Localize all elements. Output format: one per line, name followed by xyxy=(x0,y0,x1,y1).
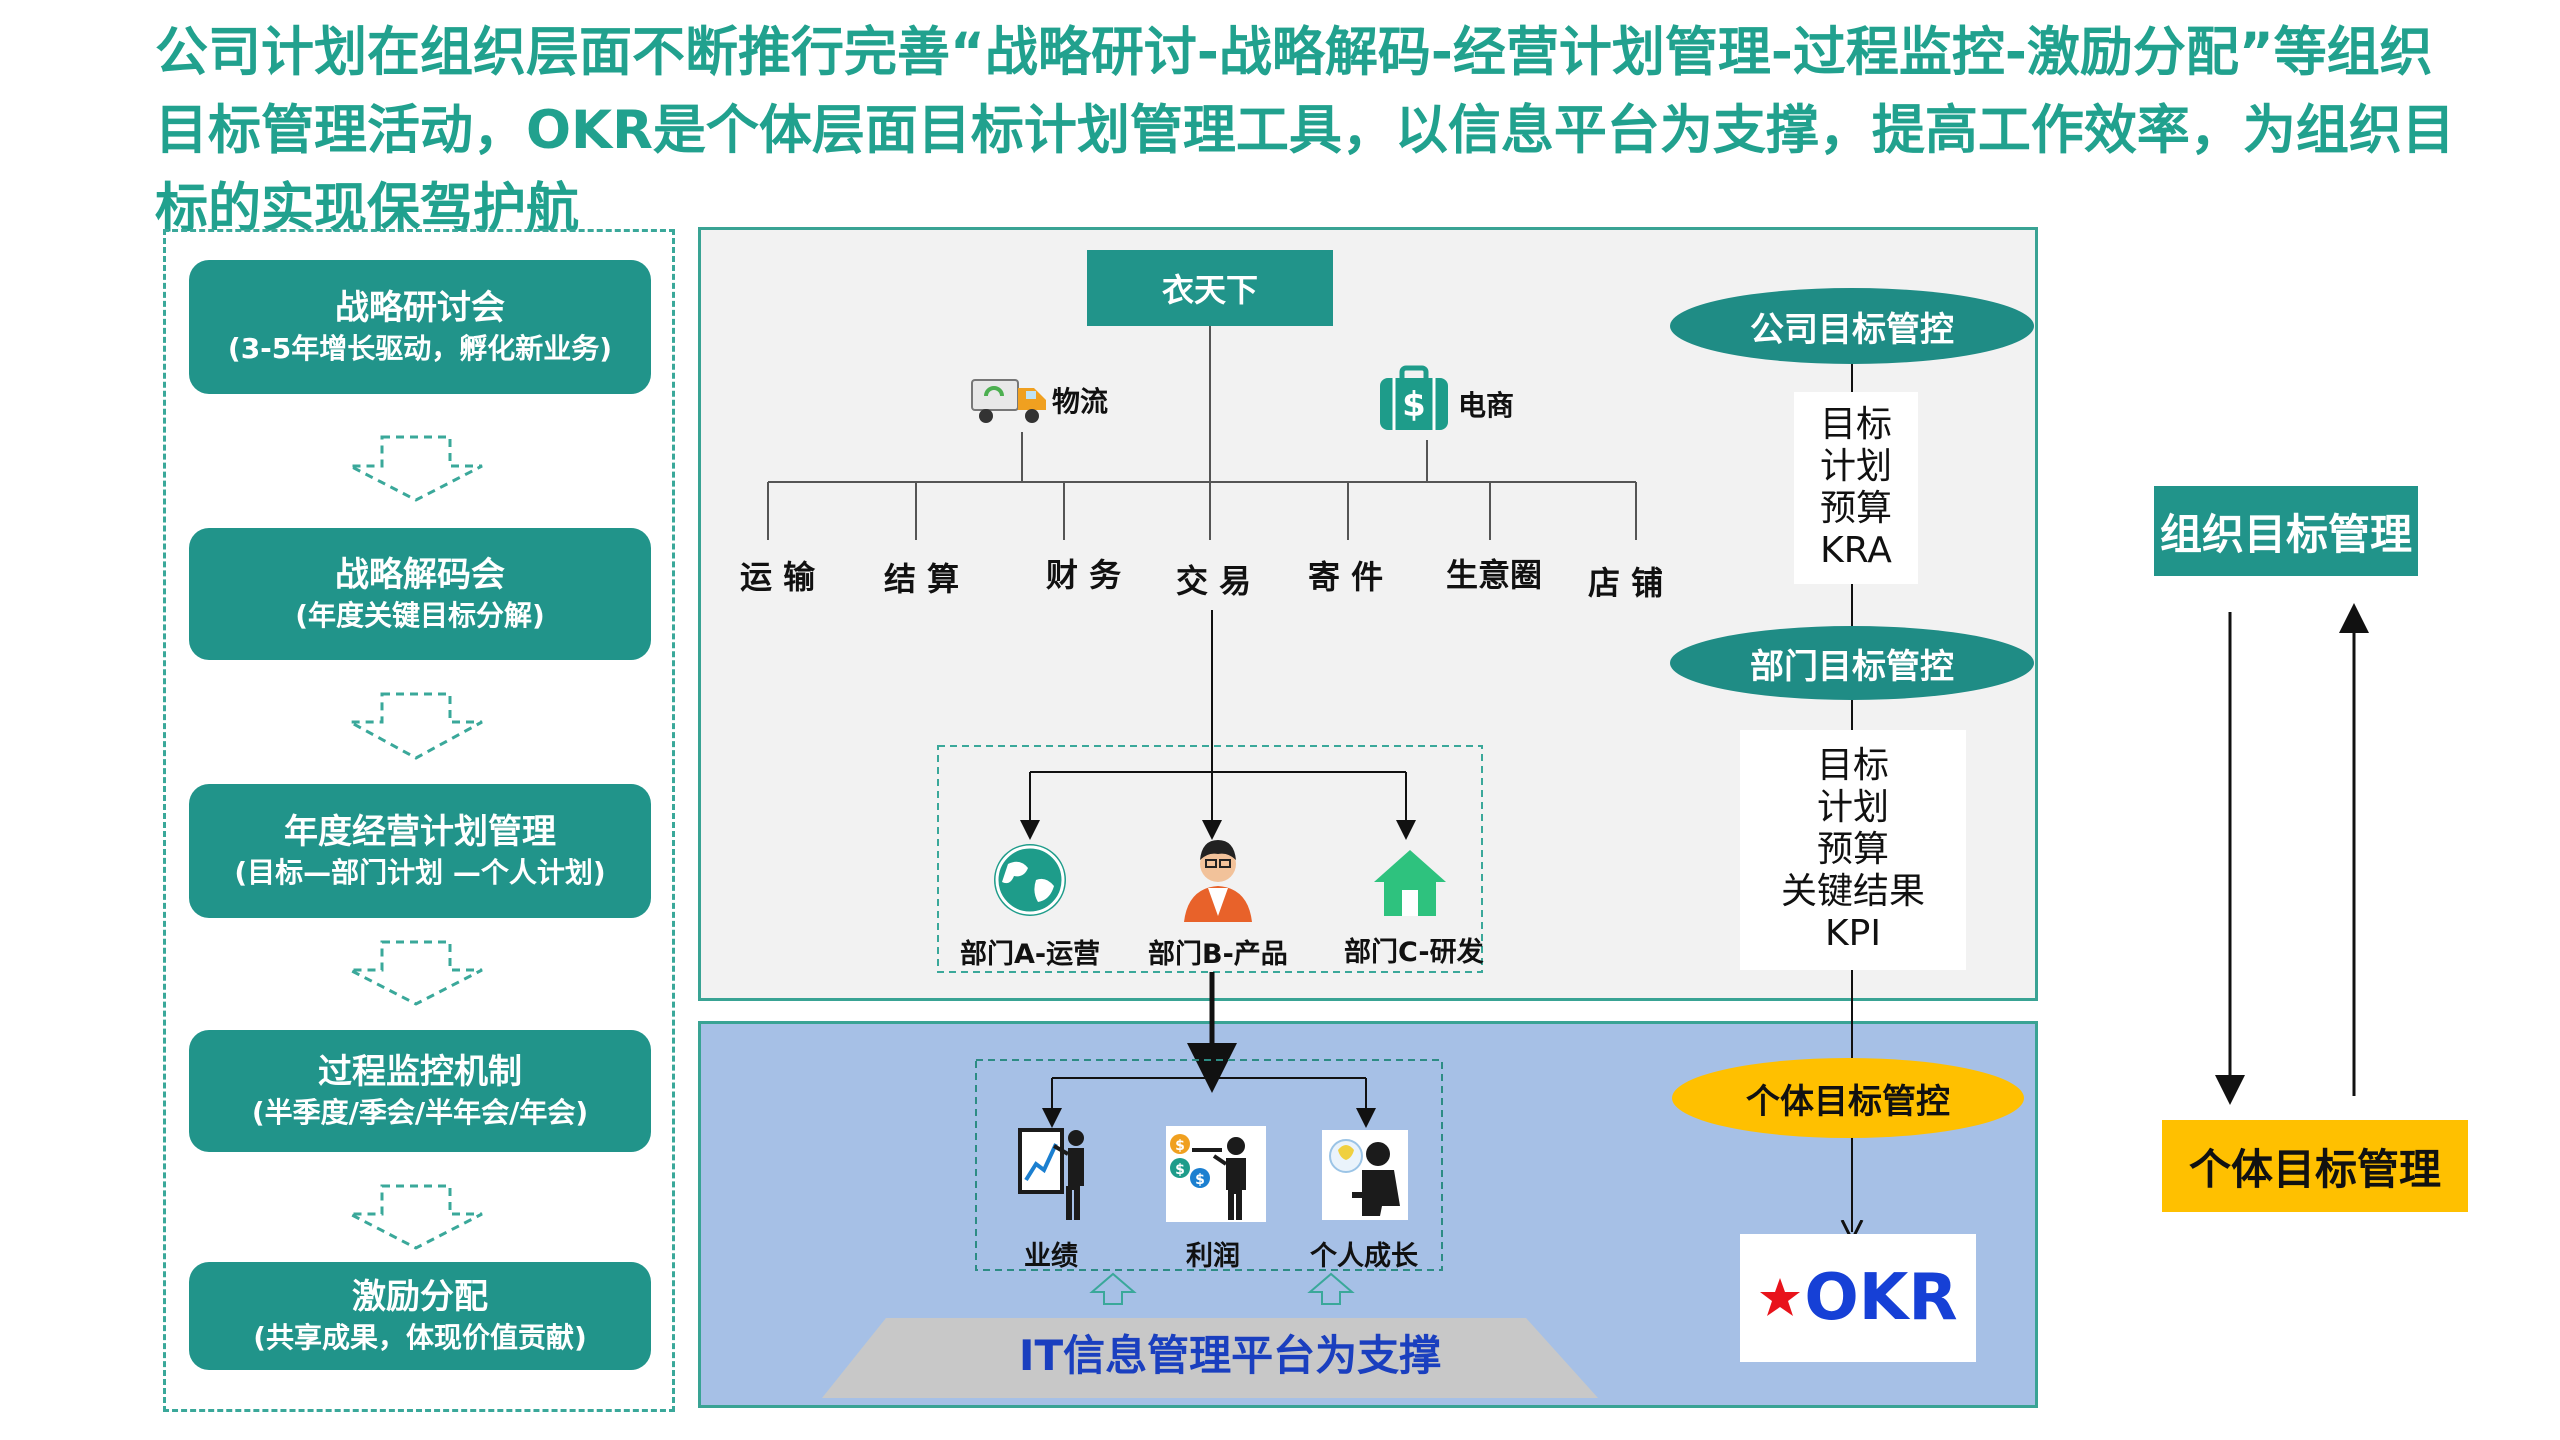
branch-transaction: 交 易 xyxy=(1176,562,1252,600)
branch-settlement: 结 算 xyxy=(884,560,960,598)
step-subtitle: (年度关键目标分解) xyxy=(295,599,545,632)
step-subtitle: (共享成果，体现价值贡献) xyxy=(253,1321,587,1354)
person-icon xyxy=(1178,836,1258,924)
metric-performance-label: 业绩 xyxy=(1024,1241,1078,1272)
company-item: KRA xyxy=(1820,530,1892,571)
company-item: 预算 xyxy=(1819,488,1892,529)
department-control-ellipse: 部门目标管控 xyxy=(1670,626,2034,700)
house-icon xyxy=(1372,846,1448,918)
department-item: KPI xyxy=(1825,913,1881,954)
money-bag-icon: $ xyxy=(1376,364,1452,432)
okr-logo: OKR xyxy=(1740,1234,1976,1362)
department-c-label: 部门C-研发 xyxy=(1344,937,1484,968)
department-a-label: 部门A-运营 xyxy=(960,939,1101,970)
branch-transport: 运 输 xyxy=(740,558,816,596)
step-strategy-decoding: 战略解码会 (年度关键目标分解) xyxy=(189,528,651,660)
department-item: 计划 xyxy=(1816,787,1889,828)
ecommerce-label: 电商 xyxy=(1458,389,1515,422)
step-title: 战略解码会 xyxy=(335,555,505,595)
step-annual-plan: 年度经营计划管理 (目标—部门计划 —个人计划) xyxy=(189,784,651,918)
company-item: 计划 xyxy=(1819,446,1892,487)
svg-text:$: $ xyxy=(1175,1138,1185,1154)
process-column xyxy=(163,229,675,1412)
department-item: 目标 xyxy=(1816,745,1889,786)
company-control-items: 目标 计划 预算 KRA xyxy=(1794,392,1918,584)
okr-text: OKR xyxy=(1804,1261,1958,1335)
svg-text:$: $ xyxy=(1195,1172,1205,1188)
step-subtitle: (半季度/季会/半年会/年会) xyxy=(251,1096,589,1129)
branch-business-circle: 生意圈 xyxy=(1446,556,1543,594)
individual-control-ellipse: 个体目标管控 xyxy=(1672,1058,2024,1138)
department-b-label: 部门B-产品 xyxy=(1148,939,1288,970)
profit-presenter-icon: $ $ $ xyxy=(1166,1126,1266,1222)
page-title: 公司计划在组织层面不断推行完善“战略研讨-战略解码-经营计划管理-过程监控-激励… xyxy=(155,22,2455,239)
metric-growth-label: 个人成长 xyxy=(1310,1241,1418,1272)
department-item: 预算 xyxy=(1816,829,1889,870)
truck-icon xyxy=(970,372,1050,428)
branch-finance: 财 务 xyxy=(1046,556,1122,594)
step-strategy-seminar: 战略研讨会 (3-5年增长驱动，孵化新业务) xyxy=(189,260,651,394)
step-title: 激励分配 xyxy=(352,1277,488,1317)
company-control-ellipse: 公司目标管控 xyxy=(1670,288,2034,364)
step-incentive: 激励分配 (共享成果，体现价值贡献) xyxy=(189,1262,651,1370)
department-item: 关键结果 xyxy=(1780,871,1925,912)
company-root-node: 衣天下 xyxy=(1087,250,1333,326)
department-control-items: 目标 计划 预算 关键结果 KPI xyxy=(1740,730,1966,970)
step-process-monitoring: 过程监控机制 (半季度/季会/半年会/年会) xyxy=(189,1030,651,1152)
step-title: 过程监控机制 xyxy=(318,1052,522,1092)
step-subtitle: (目标—部门计划 —个人计划) xyxy=(234,856,606,889)
globe-icon xyxy=(990,840,1070,920)
svg-text:$: $ xyxy=(1402,385,1426,425)
it-platform-label: IT信息管理平台为支撑 xyxy=(1018,1331,1442,1380)
logistics-label: 物流 xyxy=(1052,385,1109,418)
step-title: 战略研讨会 xyxy=(335,288,505,328)
svg-text:$: $ xyxy=(1175,1162,1185,1178)
step-subtitle: (3-5年增长驱动，孵化新业务) xyxy=(227,332,613,365)
metric-profit-label: 利润 xyxy=(1186,1241,1240,1272)
star-icon xyxy=(1760,1278,1801,1316)
org-goal-management-tag: 组织目标管理 xyxy=(2154,486,2418,576)
branch-store: 店 铺 xyxy=(1588,564,1664,602)
presentation-chart-icon xyxy=(1016,1124,1090,1224)
company-item: 目标 xyxy=(1819,404,1892,445)
personal-growth-icon xyxy=(1322,1130,1408,1220)
branch-shipping: 寄 件 xyxy=(1308,558,1384,596)
step-title: 年度经营计划管理 xyxy=(284,812,556,852)
individual-goal-management-tag: 个体目标管理 xyxy=(2162,1120,2468,1212)
